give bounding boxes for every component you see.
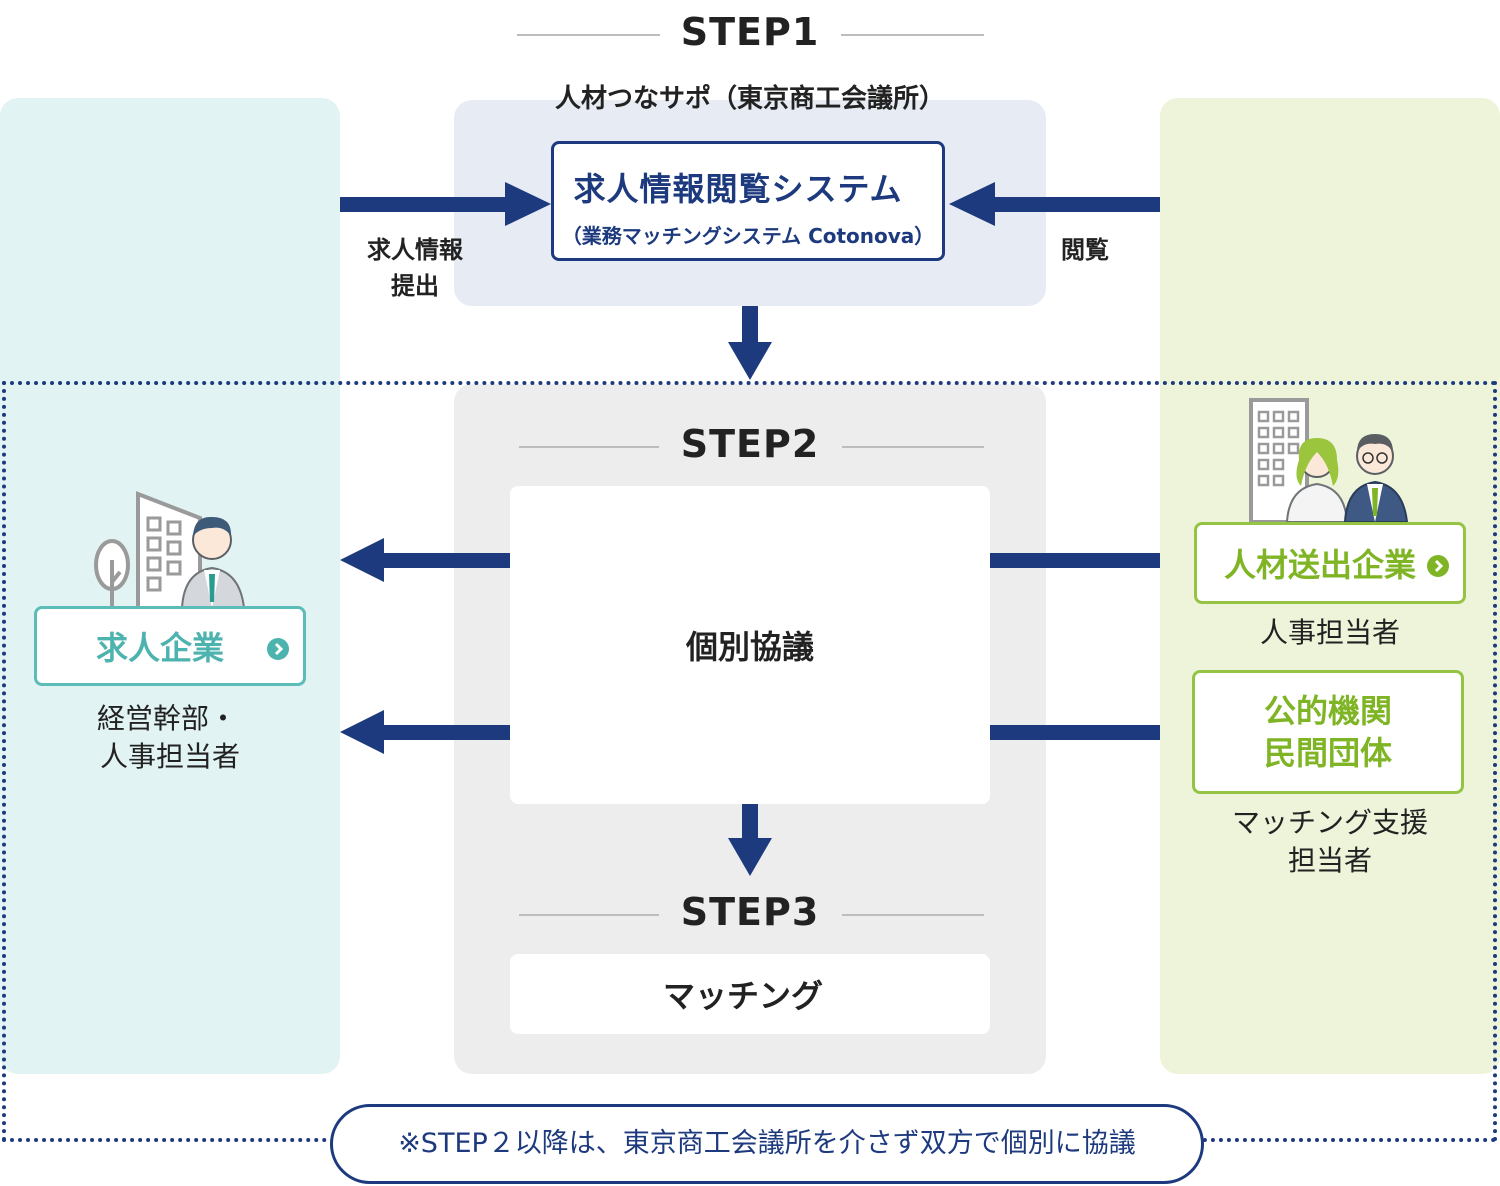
step1-title: STEP1 (680, 10, 820, 54)
submit-label-line2: 提出 (391, 272, 439, 300)
matching-box: マッチング (510, 954, 990, 1034)
view-label: 閲覧 (1061, 236, 1109, 264)
negotiation-line-right-2 (990, 725, 1160, 740)
submit-label: 求人情報 提出 (350, 232, 480, 304)
step2-title: STEP2 (680, 422, 820, 466)
note-box: ※STEP２以降は、東京商工会議所を介さず双方で個別に協議 (330, 1104, 1204, 1184)
office-building-staff-icon (1249, 398, 1409, 524)
organization-title: 人材つなサポ（東京商工会議所） (554, 84, 945, 114)
view-arrow (949, 182, 1160, 226)
chevron-right-icon (267, 638, 289, 660)
negotiation-box: 個別協議 (510, 486, 990, 804)
step3-rule-right (842, 914, 984, 916)
step1-rule-right (841, 34, 984, 36)
matching-text: マッチング (662, 977, 823, 1015)
negotiation-arrow-left-2 (340, 710, 510, 754)
system-title: 求人情報閲覧システム (573, 170, 903, 208)
submit-arrow (340, 182, 551, 226)
client-company-tag[interactable]: 求人企業 (34, 606, 306, 686)
system-box[interactable]: 求人情報閲覧システム （業務マッチングシステム Cotonova） (551, 141, 945, 261)
step2-rule-right (842, 446, 984, 448)
system-subtitle: （業務マッチングシステム Cotonova） (561, 224, 935, 248)
client-desc-line1: 経営幹部・ (96, 702, 237, 735)
step2-down-arrow (728, 804, 772, 876)
client-company-name: 求人企業 (95, 629, 224, 667)
org-desc-line1: マッチング支援 (1231, 806, 1428, 839)
step2-rule-left (519, 446, 659, 448)
staffing-company-desc: 人事担当者 (1259, 616, 1400, 649)
chevron-right-icon (1427, 555, 1449, 577)
org-desc: マッチング支援 担当者 (1180, 804, 1480, 880)
org-desc-line2: 担当者 (1287, 844, 1372, 877)
submit-label-line1: 求人情報 (367, 236, 463, 264)
public-private-org-tag: 公的機関 民間団体 (1192, 670, 1464, 794)
staffing-company-name: 人材送出企業 (1223, 546, 1416, 584)
office-building-businessman-icon (94, 491, 246, 610)
negotiation-arrow-left-1 (340, 538, 510, 582)
step3-rule-left (519, 914, 659, 916)
staffing-company-tag[interactable]: 人材送出企業 (1194, 522, 1466, 604)
client-company-desc: 経営幹部・ 人事担当者 (30, 700, 310, 776)
step3-title: STEP3 (680, 890, 820, 934)
org-name-line2: 民間団体 (1263, 734, 1392, 772)
client-desc-line2: 人事担当者 (99, 740, 240, 773)
step1-rule-left (517, 34, 660, 36)
negotiation-line-right-1 (990, 553, 1160, 568)
negotiation-text: 個別協議 (685, 628, 814, 666)
org-name-line1: 公的機関 (1263, 692, 1392, 730)
step1-down-arrow (728, 306, 772, 380)
